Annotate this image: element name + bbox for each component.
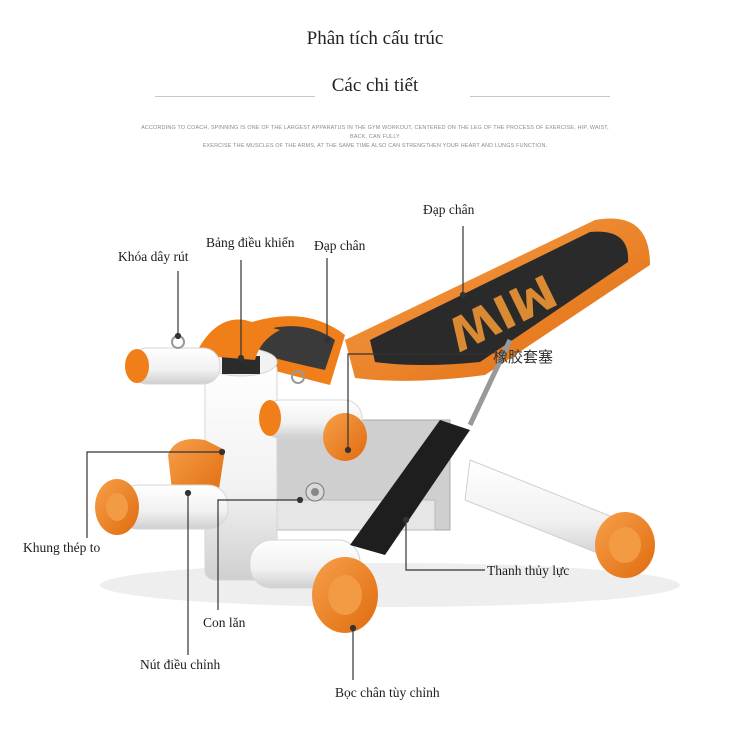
divider-left (155, 96, 315, 97)
description-line-1: ACCORDING TO COACH, SPINNING IS ONE OF T… (141, 125, 609, 140)
label-roller: Con lăn (203, 615, 246, 630)
label-pedal-top: Đạp chân (423, 202, 475, 217)
description-line-2: EXERCISE THE MUSCLES OF THE ARMS, AT THE… (202, 143, 548, 149)
label-control-panel: Bảng điều khiển (206, 235, 295, 250)
page-subtitle: Các chi tiết (331, 75, 419, 96)
label-hydraulic-bar: Thanh thủy lực (487, 563, 570, 578)
label-adjust-knob: Nút điều chỉnh (140, 657, 221, 672)
page-title: Phân tích cấu trúc (306, 28, 444, 49)
label-steel-frame: Khung thép to (23, 540, 101, 555)
label-rubber-plug: 橡胶套塞 (493, 348, 554, 366)
label-foot-cover: Bọc chân tùy chỉnh (335, 685, 440, 700)
description: ACCORDING TO COACH, SPINNING IS ONE OF T… (140, 124, 610, 151)
callout-lines (86, 226, 490, 680)
floor-shadow (100, 563, 680, 607)
adjust-knob (168, 439, 225, 499)
divider-right (470, 96, 610, 97)
top-left-cap (125, 349, 149, 383)
hydraulic-bar (350, 420, 470, 555)
label-rope-lock: Khóa dây rút (118, 249, 189, 264)
control-panel-display (222, 356, 260, 374)
front-pedal-mat (370, 231, 629, 365)
rubber-plug (323, 413, 367, 461)
orange-curve (195, 319, 280, 360)
label-pedal-left: Đạp chân (314, 238, 366, 253)
